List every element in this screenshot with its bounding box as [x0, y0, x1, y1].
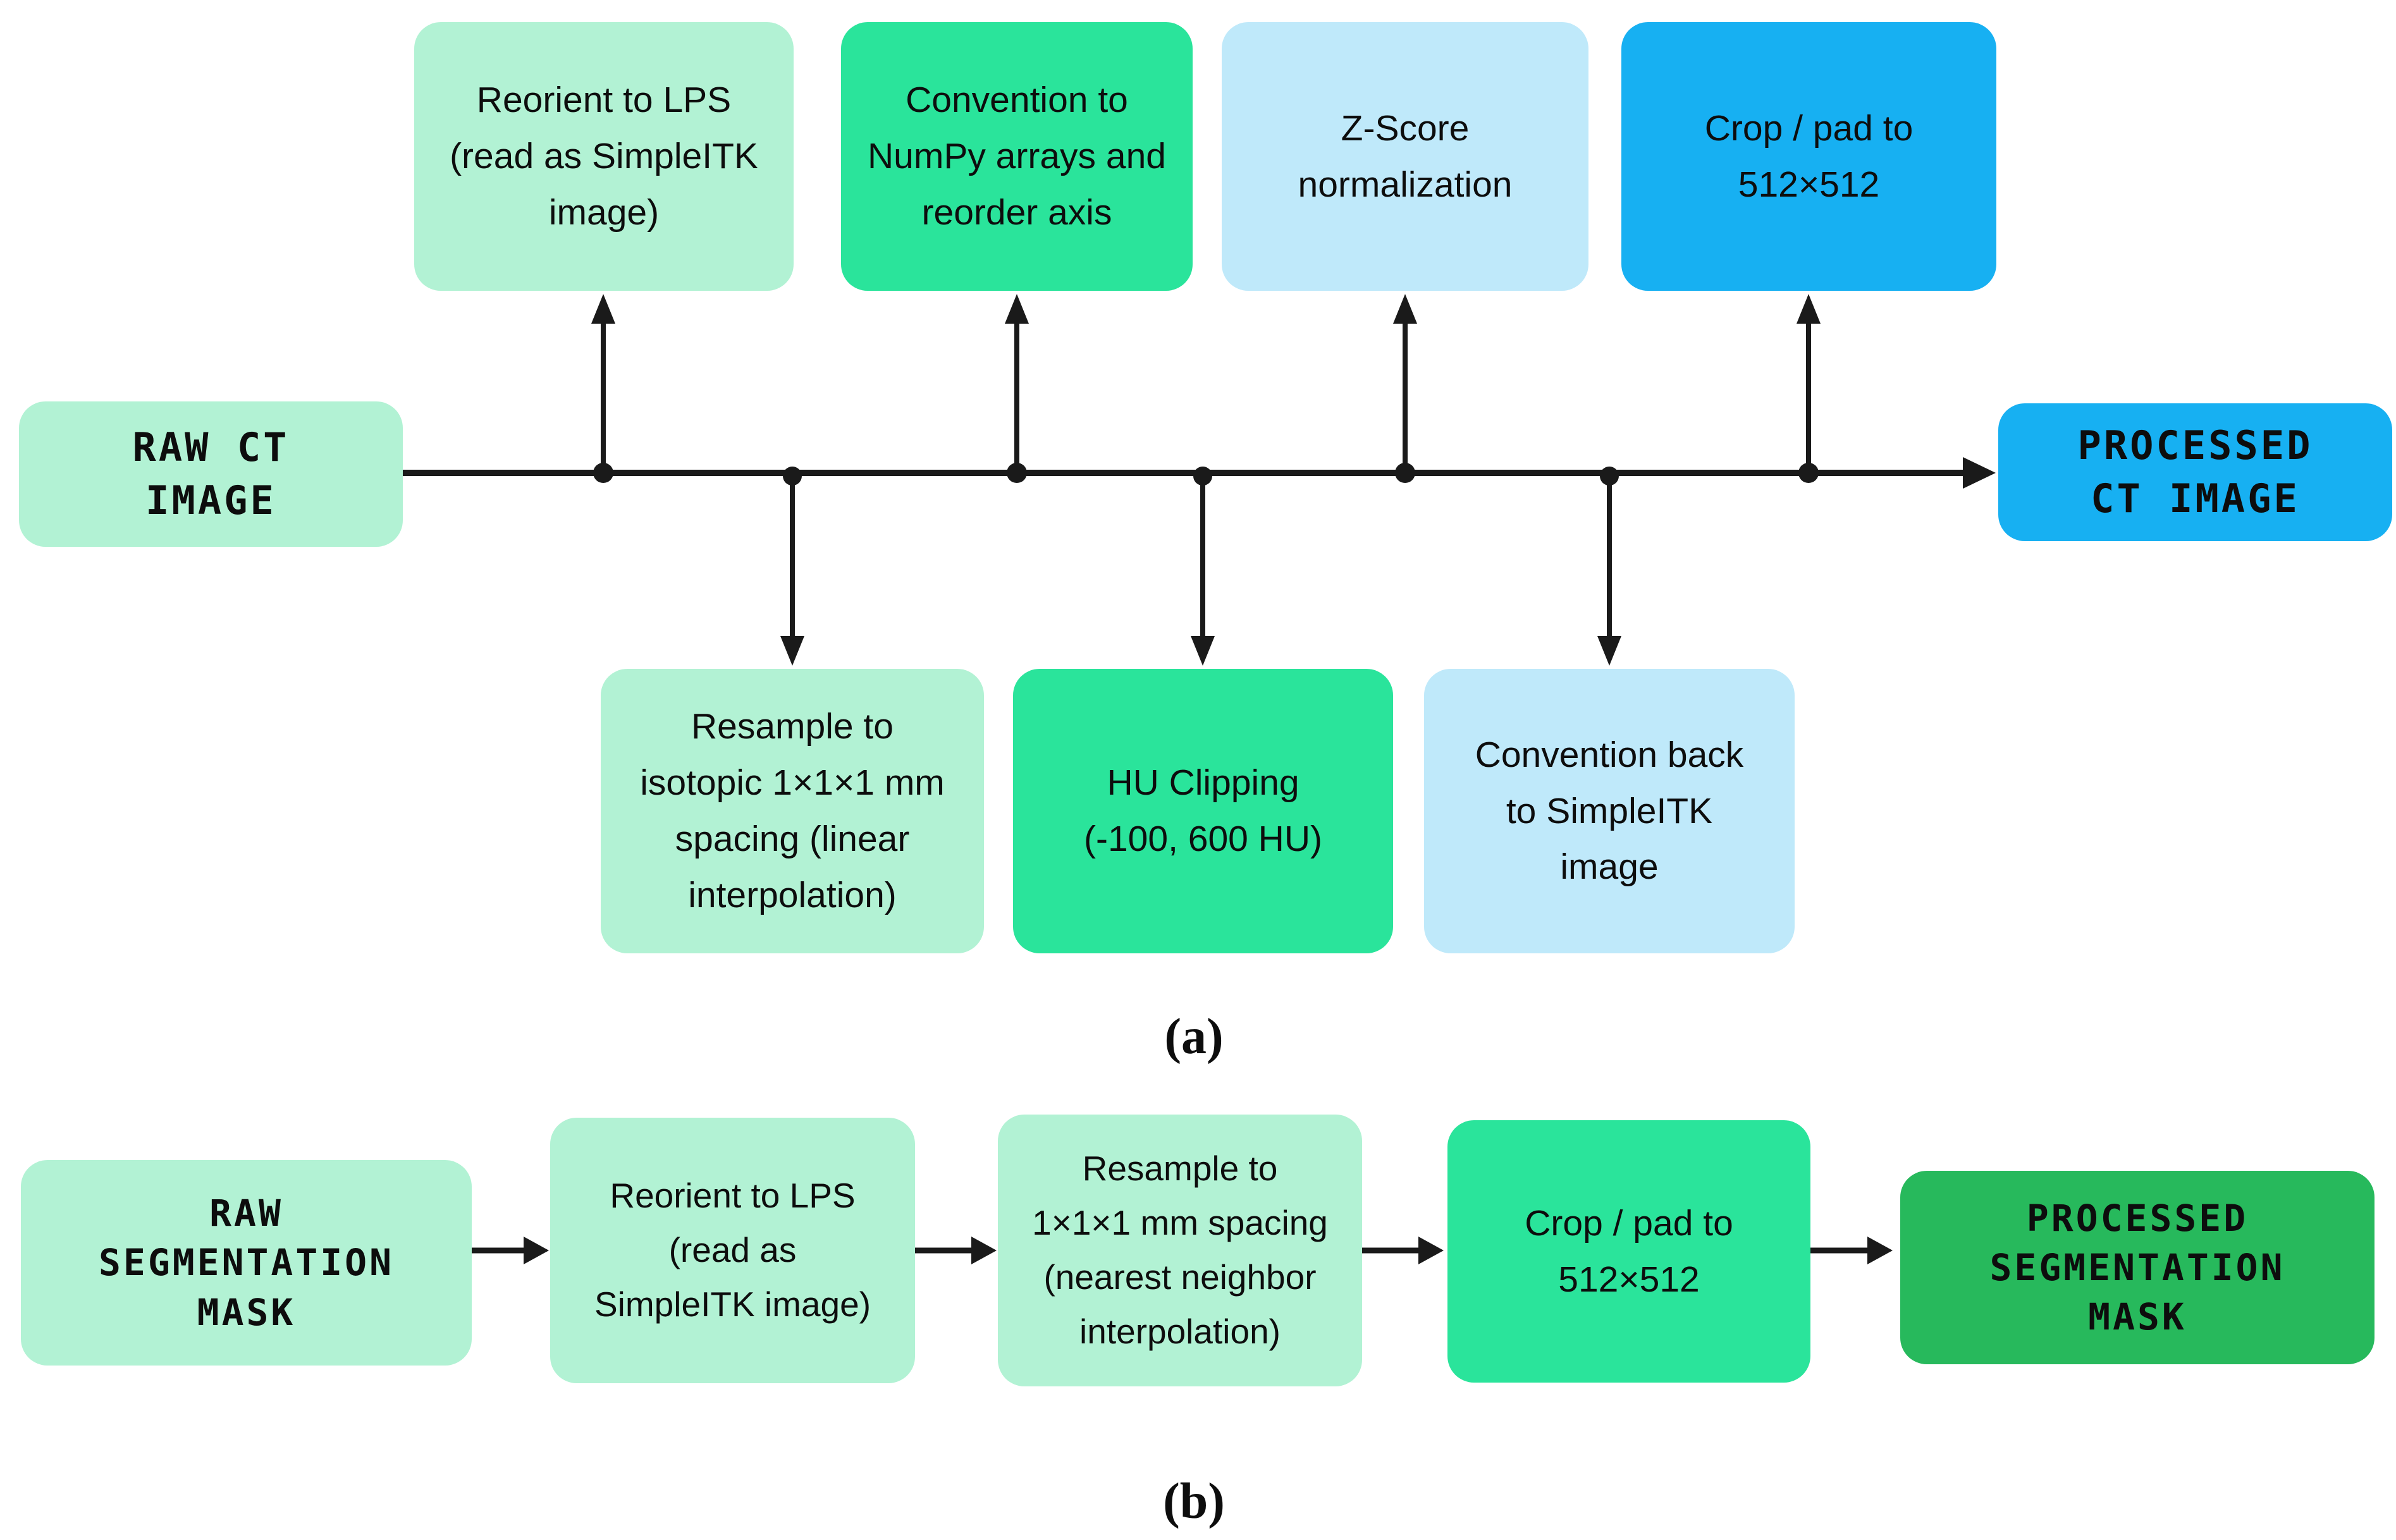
node-reorient-lps-a-label: Reorient to LPS (read as SimpleITK image…: [450, 80, 758, 233]
node-reorient-lps-a: Reorient to LPS (read as SimpleITK image…: [414, 22, 794, 291]
panel-a-caption: (a): [1164, 1009, 1224, 1065]
node-processed-ct-image: PROCESSED CT IMAGE: [1998, 403, 2392, 541]
arrowhead-down-1: [780, 636, 804, 666]
node-processed-ct-image-label: PROCESSED CT IMAGE: [2077, 422, 2313, 522]
b-arrowhead-3: [1418, 1237, 1444, 1264]
junction-dot-up-2: [1007, 463, 1027, 483]
arrowhead-up-2: [1005, 294, 1029, 324]
node-raw-ct-image: RAW CT IMAGE: [19, 401, 403, 547]
node-raw-ct-image-label: RAW CT IMAGE: [132, 424, 290, 523]
node-resample-nearest-label: Resample to 1×1×1 mm spacing (nearest ne…: [1032, 1149, 1328, 1351]
node-resample-nearest: Resample to 1×1×1 mm spacing (nearest ne…: [998, 1115, 1362, 1386]
node-convention-back-sitk: Convention back to SimpleITK image: [1424, 669, 1795, 953]
node-processed-segmentation-mask: PROCESSED SEGMENTATION MASK: [1900, 1171, 2374, 1364]
node-hu-clipping: HU Clipping (-100, 600 HU): [1013, 669, 1393, 953]
junction-dot-up-4: [1798, 463, 1819, 483]
node-resample-isotopic-label: Resample to isotopic 1×1×1 mm spacing (l…: [640, 706, 945, 915]
arrowhead-up-1: [591, 294, 615, 324]
arrowhead-up-3: [1393, 294, 1417, 324]
node-hu-clipping-label: HU Clipping (-100, 600 HU): [1084, 762, 1322, 859]
node-crop-pad-b: Crop / pad to 512×512: [1447, 1120, 1810, 1383]
node-reorient-lps-b-label: Reorient to LPS (read as SimpleITK image…: [594, 1176, 871, 1324]
node-convention-numpy: Convention to NumPy arrays and reorder a…: [841, 22, 1193, 291]
panel-b-caption: (b): [1163, 1474, 1225, 1529]
arrowhead-down-2: [1191, 636, 1215, 666]
junction-dot-up-3: [1395, 463, 1415, 483]
b-arrowhead-4: [1867, 1237, 1893, 1264]
node-convention-numpy-label: Convention to NumPy arrays and reorder a…: [867, 80, 1166, 233]
b-arrowhead-1: [524, 1237, 549, 1264]
node-resample-isotopic: Resample to isotopic 1×1×1 mm spacing (l…: [601, 669, 984, 953]
node-reorient-lps-b: Reorient to LPS (read as SimpleITK image…: [550, 1118, 915, 1383]
node-zscore-normalization: Z-Score normalization: [1222, 22, 1588, 291]
node-crop-pad-b-label: Crop / pad to 512×512: [1525, 1202, 1733, 1300]
node-zscore-normalization-label: Z-Score normalization: [1298, 107, 1513, 205]
junction-dot-up-1: [593, 463, 613, 483]
arrowhead-down-3: [1597, 636, 1621, 666]
arrowhead-up-4: [1797, 294, 1821, 324]
b-arrowhead-2: [971, 1237, 997, 1264]
node-convention-back-sitk-label: Convention back to SimpleITK image: [1475, 734, 1744, 888]
node-crop-pad-a-label: Crop / pad to 512×512: [1704, 107, 1914, 205]
junction-dot-down-3: [1600, 467, 1619, 486]
junction-dot-down-1: [783, 467, 802, 486]
node-raw-segmentation-mask: RAW SEGMENTATION MASK: [21, 1160, 472, 1366]
node-processed-segmentation-mask-label: PROCESSED SEGMENTATION MASK: [1989, 1196, 2285, 1339]
node-crop-pad-a: Crop / pad to 512×512: [1621, 22, 1996, 291]
junction-dot-down-2: [1193, 467, 1212, 486]
node-raw-segmentation-mask-label: RAW SEGMENTATION MASK: [98, 1192, 395, 1334]
arrowhead-to-processed-ct: [1963, 457, 1996, 489]
